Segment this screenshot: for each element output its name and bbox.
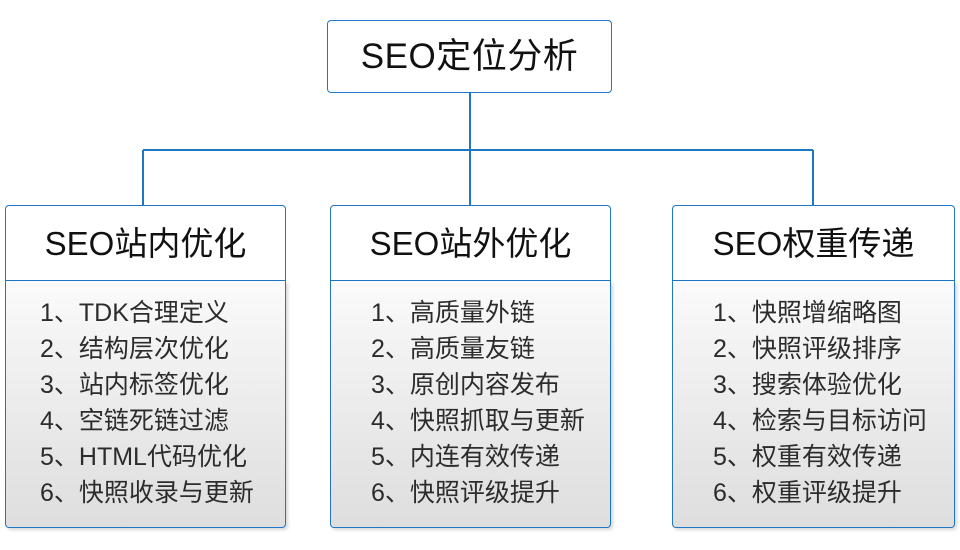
list-item: 3、搜索体验优化 bbox=[713, 371, 902, 399]
list-item: 6、权重评级提升 bbox=[713, 479, 902, 507]
list-item: 1、TDK合理定义 bbox=[40, 299, 229, 327]
branch-title-1: SEO站内优化 bbox=[44, 224, 247, 262]
list-item: 5、内连有效传递 bbox=[371, 443, 560, 471]
branch-title-2: SEO站外优化 bbox=[369, 224, 572, 262]
branch-header-1[interactable]: SEO站内优化 bbox=[5, 205, 286, 281]
list-item: 1、高质量外链 bbox=[371, 299, 535, 327]
branch-body-3: 1、快照增缩略图 2、快照评级排序 3、搜索体验优化 4、检索与目标访问 5、权… bbox=[672, 281, 955, 528]
list-item: 4、检索与目标访问 bbox=[713, 407, 927, 435]
root-node-label: SEO定位分析 bbox=[360, 37, 579, 76]
list-item: 6、快照评级提升 bbox=[371, 479, 560, 507]
branch-item-list-3: 1、快照增缩略图 2、快照评级排序 3、搜索体验优化 4、检索与目标访问 5、权… bbox=[673, 295, 954, 511]
branch-item-list-1: 1、TDK合理定义 2、结构层次优化 3、站内标签优化 4、空链死链过滤 5、H… bbox=[6, 295, 285, 511]
list-item: 6、快照收录与更新 bbox=[40, 479, 254, 507]
list-item: 4、快照抓取与更新 bbox=[371, 407, 585, 435]
branch-column-2: SEO站外优化 1、高质量外链 2、高质量友链 3、原创内容发布 4、快照抓取与… bbox=[330, 205, 611, 528]
list-item: 2、高质量友链 bbox=[371, 335, 535, 363]
list-item: 4、空链死链过滤 bbox=[40, 407, 229, 435]
list-item: 2、快照评级排序 bbox=[713, 335, 902, 363]
list-item: 2、结构层次优化 bbox=[40, 335, 229, 363]
list-item: 5、HTML代码优化 bbox=[40, 443, 247, 471]
list-item: 3、站内标签优化 bbox=[40, 371, 229, 399]
branch-item-list-2: 1、高质量外链 2、高质量友链 3、原创内容发布 4、快照抓取与更新 5、内连有… bbox=[331, 295, 610, 511]
branch-header-2[interactable]: SEO站外优化 bbox=[330, 205, 611, 281]
list-item: 1、快照增缩略图 bbox=[713, 299, 902, 327]
branch-column-3: SEO权重传递 1、快照增缩略图 2、快照评级排序 3、搜索体验优化 4、检索与… bbox=[672, 205, 955, 528]
branch-column-1: SEO站内优化 1、TDK合理定义 2、结构层次优化 3、站内标签优化 4、空链… bbox=[5, 205, 286, 528]
root-node[interactable]: SEO定位分析 bbox=[327, 20, 612, 93]
branch-header-3[interactable]: SEO权重传递 bbox=[672, 205, 955, 281]
branch-title-3: SEO权重传递 bbox=[712, 224, 915, 262]
list-item: 5、权重有效传递 bbox=[713, 443, 902, 471]
branch-body-1: 1、TDK合理定义 2、结构层次优化 3、站内标签优化 4、空链死链过滤 5、H… bbox=[5, 281, 286, 528]
list-item: 3、原创内容发布 bbox=[371, 371, 560, 399]
branch-body-2: 1、高质量外链 2、高质量友链 3、原创内容发布 4、快照抓取与更新 5、内连有… bbox=[330, 281, 611, 528]
